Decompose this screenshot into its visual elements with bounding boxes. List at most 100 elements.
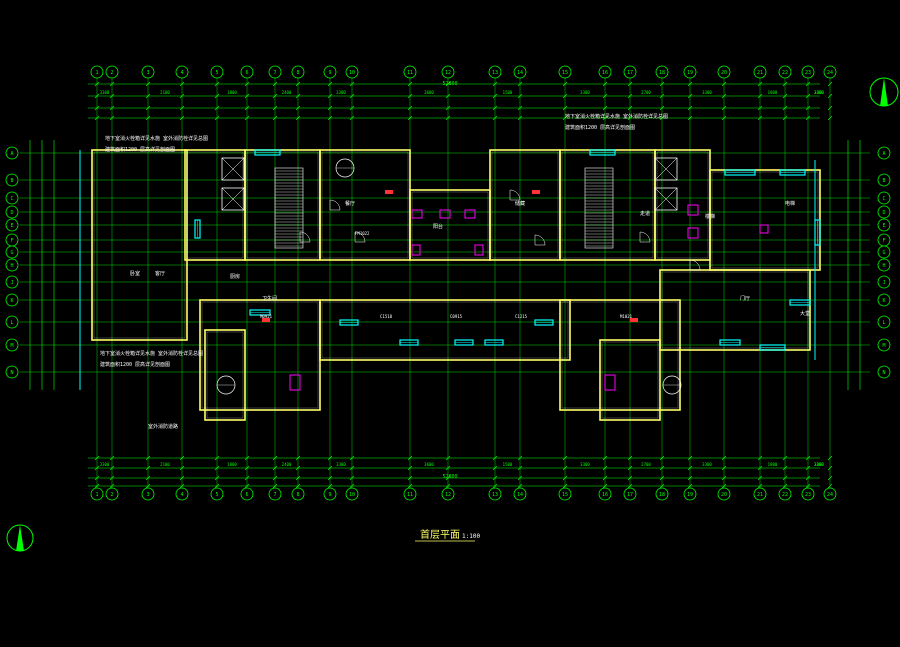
dimension-tick (109, 81, 115, 87)
dimension-tick (721, 483, 727, 489)
dimension-tick (757, 455, 763, 461)
axis-circles: 1122334455667788991010111112121313141415… (5, 65, 891, 501)
dimension-tick (562, 465, 568, 471)
dimension-tick (179, 483, 185, 489)
windows (194, 149, 821, 351)
dimension-tick (602, 115, 608, 121)
axis-bubble (877, 245, 891, 259)
dimension-tick (295, 93, 301, 99)
dimension-tick (827, 475, 833, 481)
axis-bubble (175, 487, 189, 501)
wall-inner-line (186, 151, 244, 259)
dimension-tick (602, 465, 608, 471)
door (687, 204, 699, 216)
dimension-tick (562, 115, 568, 121)
wall-outline (244, 149, 321, 261)
axis-bubble (323, 487, 337, 501)
axis-bubble-label: 4 (180, 70, 183, 76)
dimension-tick (562, 455, 568, 461)
dimension-tick (627, 475, 633, 481)
axis-bubble (877, 275, 891, 289)
dimension-tick (805, 483, 811, 489)
door (439, 209, 451, 219)
axis-bubble-label: 17 (627, 70, 633, 76)
dimension-text: 2700 (641, 90, 651, 95)
dimension-tick (109, 455, 115, 461)
elevator-cross (221, 157, 245, 181)
axis-bubble (877, 218, 891, 232)
axis-bubble-label: B (10, 178, 13, 184)
axis-bubble (753, 65, 767, 79)
axis-bubble (441, 65, 455, 79)
axis-bubble (240, 65, 254, 79)
door (464, 209, 476, 219)
dimension-tick (627, 81, 633, 87)
dimension-tick (109, 115, 115, 121)
axis-bubble-label: 24 (827, 70, 833, 76)
elevator-shaft (654, 157, 678, 181)
dimension-tick (602, 93, 608, 99)
dimension-tick (602, 105, 608, 111)
room-label: 餐厅 (345, 200, 355, 207)
dimension-tick (145, 455, 151, 461)
axis-bubble-label: N (882, 370, 885, 376)
dimension-tick (179, 475, 185, 481)
dimension-tick (179, 115, 185, 121)
room-label: 储藏 (515, 200, 525, 207)
red-marker (385, 190, 393, 194)
axis-bubble-label: 21 (757, 492, 763, 498)
axis-bubble-label: H (882, 263, 885, 269)
door (474, 244, 484, 256)
dimension-tick (214, 455, 220, 461)
dimension-tick (327, 115, 333, 121)
dimension-tick (244, 483, 250, 489)
dimension-tick (244, 115, 250, 121)
axis-bubble-label: 1 (95, 70, 98, 76)
opening-tag: C1518 (380, 314, 393, 319)
dimension-tick (492, 475, 498, 481)
axis-bubble (90, 487, 104, 501)
red-marker (630, 318, 638, 322)
axis-bubble (877, 205, 891, 219)
axis-bubble (441, 487, 455, 501)
axis-bubble-label: 6 (245, 70, 248, 76)
stair-core (584, 167, 614, 249)
axis-bubble-label: L (882, 320, 885, 326)
axis-bubble-label: B (882, 178, 885, 184)
dimension-tick (244, 93, 250, 99)
plan-note: 建筑面积1200 层高详见剖面图 (105, 146, 175, 153)
dimension-tick (272, 81, 278, 87)
dimension-tick (94, 105, 100, 111)
dimension-tick (349, 81, 355, 87)
wall-outline (559, 149, 656, 261)
axis-bubble-label: 7 (273, 70, 276, 76)
dimension-tick (244, 105, 250, 111)
dimension-tick (721, 465, 727, 471)
dimension-tick (244, 475, 250, 481)
axis-bubble-label: 21 (757, 70, 763, 76)
axis-bubble (141, 487, 155, 501)
dimension-tick (295, 455, 301, 461)
axis-bubble-label: E (10, 223, 13, 229)
wall-outline (659, 269, 811, 351)
dimension-tick (602, 81, 608, 87)
dimension-tick (145, 93, 151, 99)
axis-bubble-label: F (10, 238, 13, 244)
axis-bubble-label: 3 (146, 70, 149, 76)
door (759, 224, 769, 234)
axis-bubble-label: 16 (602, 70, 608, 76)
dimension-tick (562, 93, 568, 99)
dimension-text: 3300 (702, 462, 712, 467)
axis-bubble (877, 315, 891, 329)
opening-tag: FM1022 (355, 231, 370, 236)
axis-bubble-label: 15 (562, 492, 568, 498)
red-marker (532, 190, 540, 194)
dimension-text: 2400 (282, 90, 292, 95)
dimension-tick (757, 81, 763, 87)
dimension-text: 2400 (282, 462, 292, 467)
axis-bubble (5, 146, 19, 160)
wall-inner-line (321, 151, 409, 259)
dimension-text: 2700 (641, 462, 651, 467)
axis-bubble (683, 487, 697, 501)
dimension-tick (214, 105, 220, 111)
